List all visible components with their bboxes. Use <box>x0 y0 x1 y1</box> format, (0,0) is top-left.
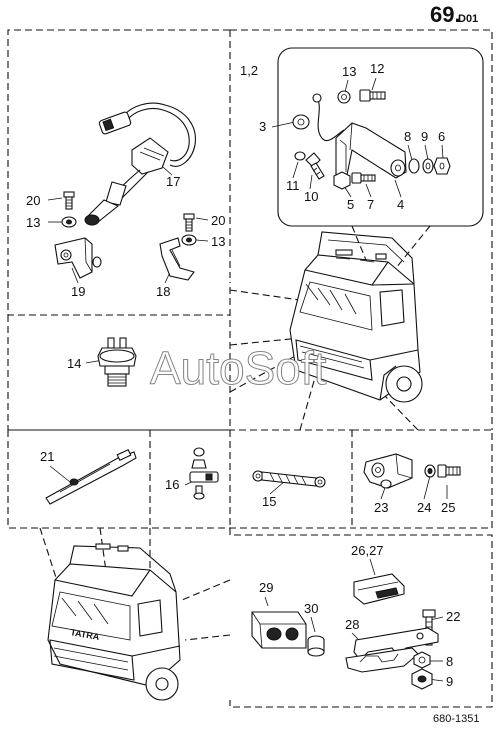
connector-16 <box>189 447 219 500</box>
cable-21 <box>45 449 137 505</box>
callout-11: 11 <box>286 178 300 193</box>
washers-8-9-6 <box>408 157 451 175</box>
mirror-mount-assembly <box>292 89 451 190</box>
callout-23: 23 <box>374 500 388 515</box>
mirror-arm-4 <box>335 122 407 181</box>
nut-5-bolt-7 <box>333 171 376 190</box>
callout-13: 13 <box>211 234 225 249</box>
callout-10: 10 <box>304 189 318 204</box>
svg-text:69.: 69. <box>430 2 461 27</box>
bolt-20-washer-13-right <box>181 213 197 246</box>
callout-13: 13 <box>26 215 40 230</box>
washer-11-bolt-10 <box>294 151 325 180</box>
bracket-19 <box>54 237 102 279</box>
detail-box-mirror-mount <box>277 47 484 227</box>
washer-24 <box>424 464 436 478</box>
bolt-20-washer-13-left <box>61 191 77 228</box>
callout-22: 22 <box>446 609 460 624</box>
callout-8: 8 <box>404 129 411 144</box>
brackets-28 <box>345 627 439 673</box>
truck-cab-right <box>289 231 423 403</box>
ground-strap-15 <box>252 470 326 488</box>
connector-plug <box>98 111 132 135</box>
lever-rod <box>84 181 127 226</box>
strap-18 <box>159 237 195 281</box>
callout-29: 29 <box>259 580 273 595</box>
callout-20: 20 <box>26 193 40 208</box>
callout-28: 28 <box>345 617 359 632</box>
callout-15: 15 <box>262 494 276 509</box>
nut-8-bottom <box>413 651 431 669</box>
callout-9: 9 <box>421 129 428 144</box>
callout-13: 13 <box>342 64 356 79</box>
grommet-3 <box>292 114 310 130</box>
svg-text:D01: D01 <box>458 13 478 25</box>
callout-24: 24 <box>417 500 431 515</box>
callout-14: 14 <box>67 356 81 371</box>
callout-30: 30 <box>304 601 318 616</box>
reflector-26-27 <box>353 573 405 605</box>
callout-7: 7 <box>367 197 374 212</box>
drawing-code: 680-1351 <box>433 713 480 725</box>
plug-30 <box>307 635 325 657</box>
leader-lines <box>39 225 431 641</box>
truck-cab-left: TATRA <box>47 543 181 701</box>
page-number: 69. D01 <box>430 2 478 27</box>
callout-16: 16 <box>165 477 179 492</box>
callout-3: 3 <box>259 119 266 134</box>
pressure-switch-14 <box>97 337 137 387</box>
callout-9: 9 <box>446 674 453 689</box>
callout-labels: 1,2 13 12 3 8 9 6 11 10 5 7 4 17 20 13 2… <box>26 61 460 689</box>
washer-9-bottom <box>411 668 433 690</box>
section-frames <box>7 29 493 708</box>
callout-18: 18 <box>156 284 170 299</box>
callout-12: 12 <box>370 61 384 76</box>
grommet-plate-29 <box>251 611 307 649</box>
watermark: AutoSoft <box>150 342 327 394</box>
callout-21: 21 <box>40 449 54 464</box>
callout-25: 25 <box>441 500 455 515</box>
switch-body <box>131 137 169 175</box>
callout-17: 17 <box>166 174 180 189</box>
callout-8: 8 <box>446 654 453 669</box>
harness-assembly-17 <box>84 102 196 226</box>
callout-6: 6 <box>438 129 445 144</box>
bolt-25 <box>437 464 461 478</box>
callout-1-2: 1,2 <box>240 63 258 78</box>
callout-4: 4 <box>397 197 404 212</box>
callout-5: 5 <box>347 197 354 212</box>
callout-20: 20 <box>211 213 225 228</box>
ground-cable <box>312 93 345 141</box>
bolt-12 <box>359 89 386 102</box>
mount-bracket-23 <box>363 453 413 489</box>
callout-19: 19 <box>71 284 85 299</box>
nut-13-top <box>337 90 351 104</box>
callout-26-27: 26,27 <box>351 543 384 558</box>
